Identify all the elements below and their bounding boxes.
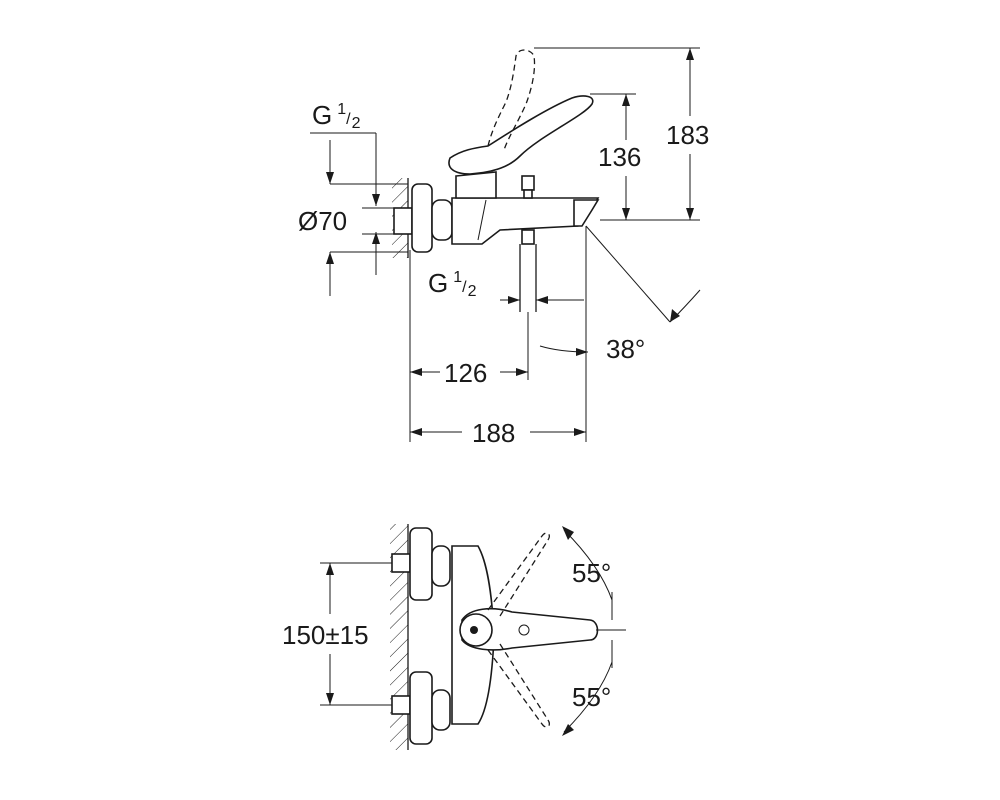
arc-down-arrow — [562, 724, 574, 736]
lever-handle — [448, 95, 594, 175]
lever-screw — [518, 624, 530, 636]
connector-nipple — [393, 207, 413, 235]
diverter-knob-top — [521, 175, 535, 191]
label-depth-total: 188 — [472, 418, 515, 448]
d126-arrow-left — [410, 368, 422, 376]
escutcheon-bottom — [409, 671, 433, 745]
h136-arrow-bot — [622, 208, 630, 220]
angle38-arrow-2 — [576, 348, 588, 356]
g-top-arrow — [372, 194, 380, 206]
centers-arrow-bot — [326, 693, 334, 705]
centers-arrow-top — [326, 563, 334, 575]
union-nut — [431, 199, 453, 241]
wall-hatch-front — [390, 524, 408, 750]
arc-up — [563, 529, 613, 601]
label-spout-angle: 38° — [606, 334, 645, 364]
escutcheon — [411, 183, 433, 253]
label-angle-down: 55° — [572, 682, 611, 712]
bottom-outlet — [521, 229, 535, 245]
g-top-arrow-low — [372, 232, 380, 244]
arc-up-arrow — [562, 526, 574, 540]
h183-arrow-bot — [686, 208, 694, 220]
d70-arrow-bot — [326, 252, 334, 264]
nut-bottom — [431, 689, 451, 731]
connector-bottom — [391, 695, 411, 715]
lever-down-dashed — [487, 643, 550, 728]
diverter-stem-top — [523, 189, 533, 199]
front-view: 150±15 55° 55° — [282, 524, 626, 750]
label-height-total: 183 — [666, 120, 709, 150]
lever-up-dashed — [487, 532, 550, 617]
h136-arrow-top — [622, 94, 630, 106]
label-height-spout: 136 — [598, 142, 641, 172]
escutcheon-top — [409, 527, 433, 601]
angle38-ray — [585, 225, 671, 323]
label-depth-outlet: 126 — [444, 358, 487, 388]
g-bot-arrow-right — [536, 296, 548, 304]
spout-tip — [573, 199, 600, 227]
lever-raised-dashed — [487, 49, 536, 151]
label-angle-up: 55° — [572, 558, 611, 588]
cartridge-housing — [455, 171, 497, 199]
label-diameter: Ø70 — [298, 206, 347, 236]
d70-arrow-top — [326, 172, 334, 184]
d126-arrow-right — [516, 368, 528, 376]
connector-top — [391, 553, 411, 573]
d188-arrow-right — [574, 428, 586, 436]
front-lever — [461, 607, 599, 651]
body-detail — [477, 199, 487, 241]
h183-arrow-top — [686, 48, 694, 60]
label-centers: 150±15 — [282, 620, 369, 650]
arc-down — [563, 661, 613, 733]
hub-dot — [470, 626, 478, 634]
angle38-arrow — [670, 309, 680, 322]
nut-top — [431, 545, 451, 587]
g-bot-arrow-left — [508, 296, 520, 304]
d188-arrow-left — [410, 428, 422, 436]
